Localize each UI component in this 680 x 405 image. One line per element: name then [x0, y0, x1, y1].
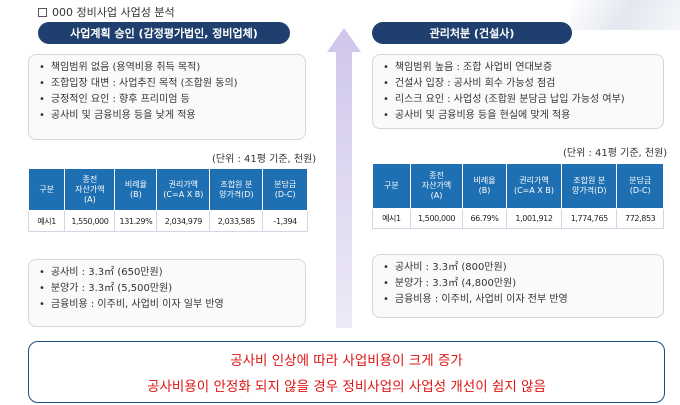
- header-text: 종전 자산가액 (A): [75, 174, 105, 204]
- right-characteristics-box: 책임범위 높음 : 조합 사업비 연대보증 건설사 입장 : 공사비 회수 가능…: [372, 54, 664, 129]
- header-text: 권리가액 (C=A X B): [513, 176, 555, 195]
- table-cell: -1,394: [262, 210, 308, 232]
- table-header-cell: 종전 자산가액 (A): [409, 163, 464, 209]
- table-cell: 1,550,000: [64, 210, 116, 232]
- left-characteristics-box: 책임범위 없음 (용역비용 취득 목적) 조합입장 대변 : 사업추진 목적 (…: [28, 54, 306, 140]
- list-item: 공사비 및 금융비용 등을 현실에 맞게 적용: [383, 108, 653, 124]
- header-text: 조합원 분 양가격(D): [219, 179, 254, 199]
- table-header-cell: 구분: [27, 168, 66, 211]
- table-cell: 2,033,585: [209, 210, 264, 232]
- list-item: 책임범위 높음 : 조합 사업비 연대보증: [383, 60, 653, 76]
- table-header-cell: 분담금 (D-C): [616, 163, 664, 209]
- conclusion-line: 공사비 인상에 따라 사업비용이 크게 증가: [230, 353, 463, 369]
- list-item: 조합입장 대변 : 사업추진 목적 (조합원 동의): [39, 76, 295, 92]
- table-header-row: 구분 종전 자산가액 (A) 비례율 (B) 권리가액 (C=A X B) 조합…: [27, 168, 308, 211]
- header-text: 종전 자산가액 (A): [421, 171, 452, 200]
- table-header-cell: 종전 자산가액 (A): [64, 168, 116, 211]
- list-item: 공사비 : 3.3㎡ (800만원): [383, 260, 653, 276]
- table-cell: 예시1: [27, 210, 66, 232]
- header-text: 조합원 분 양가격(D): [572, 176, 607, 195]
- left-section-header: 사업계획 승인 (감정평가법인, 정비업체): [38, 22, 290, 44]
- list-item: 금융비용 : 이주비, 사업비 이자 전부 반영: [383, 292, 653, 308]
- page-title-text: 000 정비사업 사업성 분석: [52, 6, 175, 19]
- up-arrow-icon: [327, 28, 361, 328]
- table-header-cell: 조합원 분 양가격(D): [561, 163, 618, 209]
- right-cost-assumptions-box: 공사비 : 3.3㎡ (800만원) 분양가 : 3.3㎡ (4,800만원) …: [372, 254, 664, 318]
- corner-decoration: [570, 0, 680, 30]
- list-item: 리스크 요인 : 사업성 (조합원 분담금 납입 가능성 여부): [383, 92, 653, 108]
- table-cell: 772,853: [616, 208, 664, 229]
- left-cost-assumptions-box: 공사비 : 3.3㎡ (650만원) 분양가 : 3.3㎡ (5,500만원) …: [28, 259, 306, 327]
- table-header-cell: 조합원 분 양가격(D): [209, 168, 264, 211]
- header-text: 분담금 (D-C): [629, 176, 652, 195]
- page-title: 000 정비사업 사업성 분석: [38, 4, 175, 20]
- checkbox-square-icon: [38, 7, 47, 17]
- header-text: 분담금 (D-C): [274, 179, 297, 199]
- right-analysis-table: 구분 종전 자산가액 (A) 비례율 (B) 권리가액 (C=A X B) 조합…: [372, 163, 664, 229]
- list-item: 긍정적인 요인 : 향후 프리미엄 등: [39, 92, 295, 108]
- list-item: 공사비 : 3.3㎡ (650만원): [39, 265, 295, 281]
- header-text: 비례율 (B): [124, 179, 147, 199]
- table-header-cell: 분담금 (D-C): [262, 168, 308, 211]
- conclusion-banner: 공사비 인상에 따라 사업비용이 크게 증가 공사비용이 안정화 되지 않을 경…: [28, 341, 665, 403]
- conclusion-line: 공사비용이 안정화 되지 않을 경우 정비사업의 사업성 개선이 쉽지 않음: [147, 379, 546, 395]
- header-text: 비례율 (B): [473, 176, 496, 195]
- left-analysis-table: 구분 종전 자산가액 (A) 비례율 (B) 권리가액 (C=A X B) 조합…: [27, 168, 308, 232]
- table-header-row: 구분 종전 자산가액 (A) 비례율 (B) 권리가액 (C=A X B) 조합…: [372, 163, 664, 209]
- list-item: 건설사 입장 : 공사비 회수 가능성 점검: [383, 76, 653, 92]
- table-header-cell: 권리가액 (C=A X B): [156, 168, 211, 211]
- table-cell: 66.79%: [462, 208, 507, 229]
- list-item: 분양가 : 3.3㎡ (4,800만원): [383, 276, 653, 292]
- right-unit-label: (단위 : 41평 기준, 천원): [563, 148, 668, 159]
- list-item: 공사비 및 금융비용 등을 낮게 적용: [39, 108, 295, 124]
- table-header-cell: 구분: [372, 163, 411, 209]
- table-row: 예시1 1,550,000 131.29% 2,034,979 2,033,58…: [27, 210, 308, 232]
- list-item: 분양가 : 3.3㎡ (5,500만원): [39, 281, 295, 297]
- table-cell: 예시1: [372, 208, 411, 229]
- table-cell: 2,034,979: [156, 210, 211, 232]
- table-header-cell: 비례율 (B): [114, 168, 158, 211]
- table-cell: 1,001,912: [505, 208, 563, 229]
- table-cell: 1,500,000: [409, 208, 464, 229]
- table-header-cell: 비례율 (B): [462, 163, 507, 209]
- left-unit-label: (단위 : 41평 기준, 천원): [212, 154, 317, 165]
- table-cell: 131.29%: [114, 210, 158, 232]
- list-item: 책임범위 없음 (용역비용 취득 목적): [39, 60, 295, 76]
- table-cell: 1,774,765: [561, 208, 618, 229]
- right-section-header: 관리처분 (건설사): [372, 22, 572, 44]
- table-header-cell: 권리가액 (C=A X B): [505, 163, 563, 209]
- table-row: 예시1 1,500,000 66.79% 1,001,912 1,774,765…: [372, 208, 664, 229]
- list-item: 금융비용 : 이주비, 사업비 이자 일부 반영: [39, 297, 295, 313]
- header-text: 권리가액 (C=A X B): [163, 179, 204, 199]
